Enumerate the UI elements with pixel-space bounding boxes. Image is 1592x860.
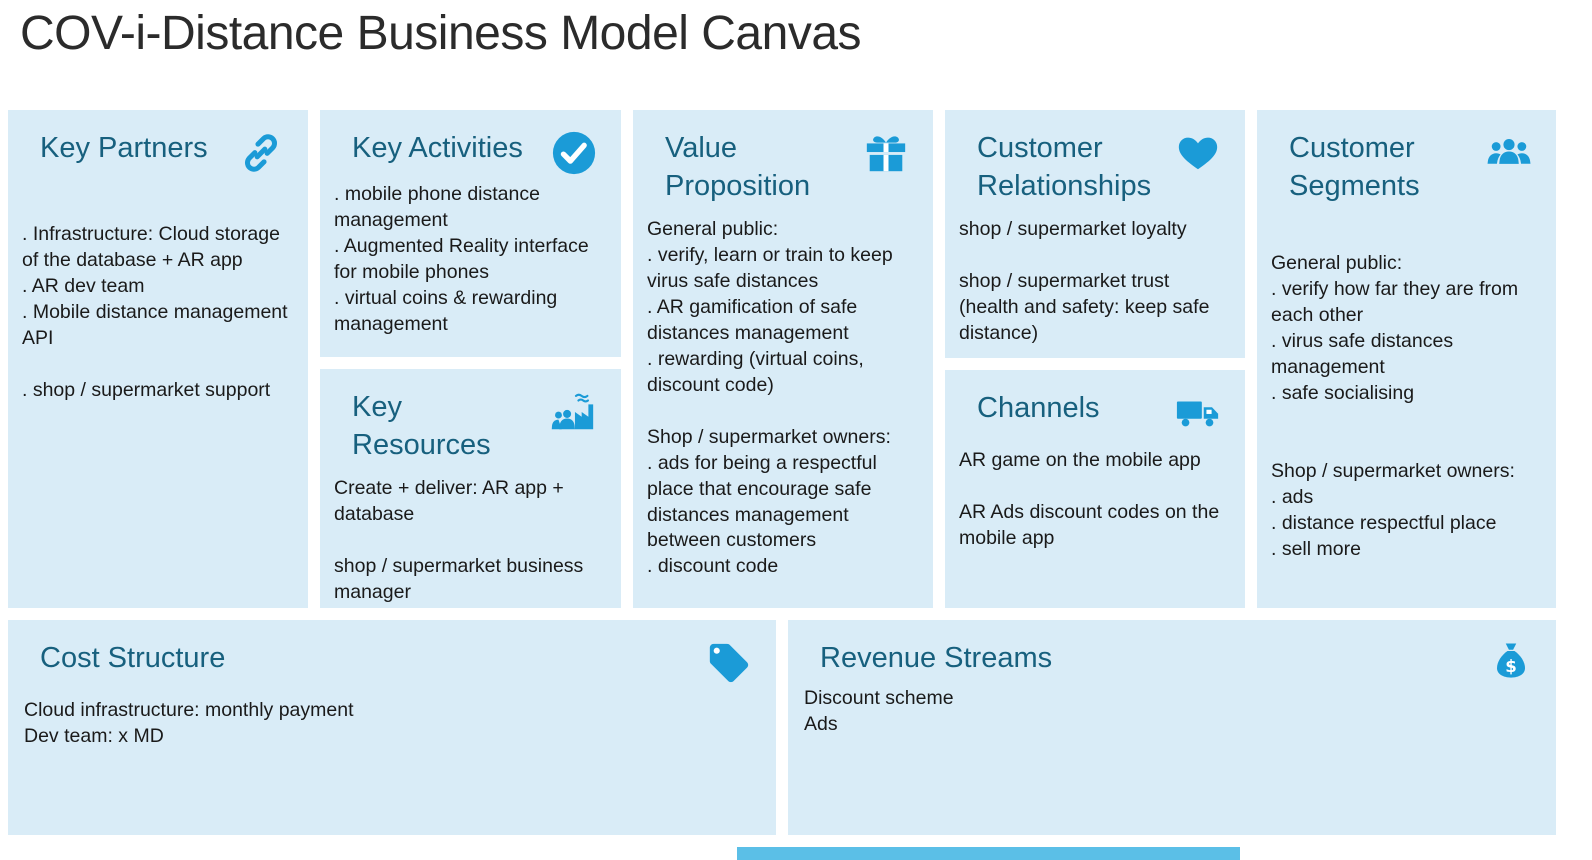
heart-icon — [1175, 130, 1221, 176]
gift-icon — [863, 130, 909, 176]
price-tag-icon — [706, 640, 752, 686]
key-resources-body: Create + deliver: AR app + database shop… — [334, 477, 584, 604]
revenue-streams-header: Revenue Streams $ — [802, 634, 1542, 682]
cost-structure-title: Cost Structure — [40, 642, 226, 674]
revenue-streams-box: Revenue Streams $ Discount scheme Ads — [788, 620, 1556, 835]
link-icon — [238, 130, 284, 176]
customer-relationships-box: Customer Relationships shop / supermarke… — [945, 110, 1245, 358]
channels-body: AR game on the mobile app AR Ads discoun… — [959, 449, 1220, 549]
svg-text:$: $ — [1505, 657, 1517, 676]
key-resources-box: Key Resources Create + deliver: AR app +… — [320, 369, 621, 608]
key-activities-body: . mobile phone distance management . Aug… — [334, 183, 589, 335]
revenue-streams-body: Discount scheme Ads — [804, 687, 954, 735]
channels-title: Channels — [977, 392, 1100, 424]
cost-structure-body: Cloud infrastructure: monthly payment De… — [24, 699, 354, 747]
key-resources-header: Key Resources — [334, 383, 607, 464]
value-proposition-title: Value Proposition — [665, 132, 811, 202]
key-resources-title: Key Resources — [352, 391, 491, 461]
value-proposition-box: Value Proposition General public: . veri… — [633, 110, 933, 608]
value-proposition-header: Value Proposition — [647, 124, 919, 205]
money-bag-icon: $ — [1490, 640, 1532, 682]
bottom-accent-bar — [737, 847, 1240, 860]
revenue-streams-title: Revenue Streams — [820, 642, 1053, 674]
customer-relationships-header: Customer Relationships — [959, 124, 1231, 205]
customer-segments-body: General public: . verify how far they ar… — [1271, 252, 1519, 560]
key-activities-header: Key Activities — [334, 124, 607, 176]
key-partners-box: Key Partners . Infrastructure: Cloud sto… — [8, 110, 308, 608]
channels-header: Channels — [959, 384, 1231, 436]
key-partners-header: Key Partners — [22, 124, 294, 176]
factory-people-icon — [551, 389, 597, 435]
page-title: COV-i-Distance Business Model Canvas — [20, 7, 862, 60]
check-circle-icon — [551, 130, 597, 176]
key-activities-box: Key Activities . mobile phone distance m… — [320, 110, 621, 357]
customer-segments-box: Customer Segments General public: . veri… — [1257, 110, 1556, 608]
customer-segments-header: Customer Segments — [1271, 124, 1542, 205]
key-activities-title: Key Activities — [352, 132, 523, 164]
value-proposition-body: General public: . verify, learn or train… — [647, 218, 893, 578]
customer-relationships-title: Customer Relationships — [977, 132, 1152, 202]
customer-segments-title: Customer Segments — [1289, 132, 1420, 202]
truck-icon — [1175, 390, 1221, 436]
cost-structure-header: Cost Structure — [22, 634, 762, 686]
customer-relationships-body: shop / supermarket loyalty shop / superm… — [959, 218, 1210, 345]
people-group-icon — [1486, 130, 1532, 176]
channels-box: Channels AR game on the mobile app AR Ad… — [945, 370, 1245, 608]
key-partners-title: Key Partners — [40, 132, 208, 164]
key-partners-body: . Infrastructure: Cloud storage of the d… — [22, 223, 288, 401]
cost-structure-box: Cost Structure Cloud infrastructure: mon… — [8, 620, 776, 835]
